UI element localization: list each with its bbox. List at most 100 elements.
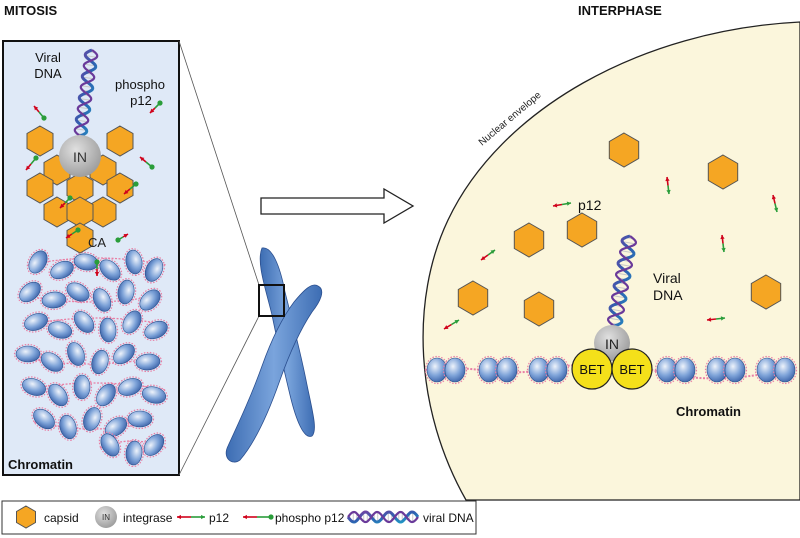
interphase-capsid bbox=[707, 154, 739, 190]
dna-wrap bbox=[98, 431, 122, 459]
interphase-capsid bbox=[513, 222, 545, 258]
legend-p12-label: p12 bbox=[209, 511, 229, 525]
dna-strand bbox=[606, 235, 638, 327]
transition-arrow bbox=[260, 187, 415, 225]
phosphate-dot bbox=[33, 155, 39, 161]
nucleosome bbox=[47, 321, 73, 339]
base-pair bbox=[616, 272, 630, 276]
dna-wrap bbox=[140, 384, 168, 406]
arrowhead bbox=[566, 201, 571, 206]
arrowhead bbox=[721, 247, 726, 252]
interphase-capsid bbox=[457, 280, 489, 316]
legend-viral-dna-label: viral DNA bbox=[423, 511, 474, 525]
interphase-chromatin-label: Chromatin bbox=[676, 404, 741, 419]
arrowhead bbox=[66, 234, 71, 238]
nucleosome bbox=[15, 345, 41, 363]
phosphate-dot bbox=[94, 259, 100, 265]
phosphate-dot bbox=[149, 164, 155, 170]
phosphate-dot bbox=[268, 514, 274, 520]
interphase-chromatin bbox=[424, 355, 798, 385]
dna-wrap bbox=[17, 280, 43, 304]
dna-wrap bbox=[26, 248, 50, 276]
dna-wrap bbox=[125, 408, 155, 430]
capsid-hexagon bbox=[26, 172, 54, 204]
nucleus bbox=[422, 21, 800, 501]
dna-wrap bbox=[722, 355, 748, 385]
nucleosome bbox=[144, 258, 164, 282]
nucleosome bbox=[33, 408, 55, 430]
mitosis-phospho-label-2: p12 bbox=[130, 93, 152, 108]
nucleosome bbox=[143, 434, 165, 456]
interphase-integrase-label: IN bbox=[605, 336, 619, 352]
nucleosome bbox=[41, 291, 67, 309]
legend-capsid-label: capsid bbox=[44, 511, 79, 525]
capsid-hexagon bbox=[106, 125, 134, 157]
nucleosome bbox=[96, 383, 116, 407]
interphase-capsids bbox=[457, 132, 782, 327]
interphase-capsid bbox=[608, 132, 640, 168]
nucleosome bbox=[92, 288, 112, 312]
dna-wrap bbox=[120, 308, 144, 336]
dna-wrap bbox=[65, 340, 87, 368]
dna-wrap bbox=[116, 376, 144, 398]
arrowhead bbox=[201, 514, 205, 520]
dna-wrap bbox=[46, 319, 74, 341]
dna-wrap bbox=[494, 355, 520, 385]
base-pair bbox=[610, 308, 624, 312]
mitosis-viral-dna-label-2: DNA bbox=[34, 66, 62, 81]
base-pair bbox=[85, 55, 97, 58]
arrowhead bbox=[177, 514, 181, 520]
nucleosome bbox=[125, 440, 143, 466]
dna-wrap bbox=[142, 319, 170, 341]
nucleosome bbox=[67, 342, 85, 366]
arrowhead bbox=[707, 317, 712, 322]
dna-wrap bbox=[544, 355, 570, 385]
nucleosome bbox=[50, 260, 74, 280]
dna-wrap bbox=[39, 350, 65, 374]
nucleosome bbox=[99, 259, 121, 281]
mitosis-capsid-label: CA bbox=[88, 235, 106, 250]
mitosis-heading: MITOSIS bbox=[4, 3, 58, 18]
arrowhead bbox=[454, 320, 459, 324]
nucleosome bbox=[91, 349, 109, 375]
interphase-capsid bbox=[566, 212, 598, 248]
base-pair bbox=[76, 119, 88, 123]
nucleosome bbox=[125, 249, 143, 275]
dna-wrap bbox=[89, 348, 111, 376]
base-pair bbox=[622, 241, 636, 245]
nucleosome bbox=[73, 311, 95, 333]
base-pair bbox=[79, 98, 91, 101]
nucleosome bbox=[122, 310, 142, 334]
dna-wrap bbox=[142, 432, 166, 458]
capsid-hexagon bbox=[66, 222, 94, 254]
legend-phospho-p12-label: phospho p12 bbox=[275, 511, 345, 525]
dna-wrap bbox=[143, 256, 165, 284]
base-pair bbox=[84, 63, 96, 67]
capsid-hexagon bbox=[26, 125, 54, 157]
nucleosome bbox=[546, 357, 568, 383]
legend-box bbox=[1, 500, 477, 535]
zoom-line-top bbox=[178, 40, 260, 286]
dna-wrap bbox=[22, 311, 50, 333]
dna-wrap bbox=[31, 407, 57, 431]
bet-left-label: BET bbox=[579, 362, 604, 377]
dna-wrap bbox=[91, 286, 113, 314]
base-pair bbox=[82, 76, 94, 80]
nucleosome bbox=[83, 407, 101, 431]
nucleosome bbox=[141, 386, 167, 404]
nucleosome bbox=[144, 320, 168, 340]
nucleosome bbox=[127, 410, 153, 428]
arrowhead bbox=[243, 514, 247, 520]
dna-wrap bbox=[97, 257, 123, 283]
interphase-viral-dna bbox=[606, 234, 638, 328]
arrowhead bbox=[123, 234, 128, 238]
nucleosome bbox=[113, 343, 135, 365]
interphase-p12-arrows bbox=[443, 176, 779, 330]
dna-wrap bbox=[46, 382, 70, 408]
mitosis-viral-dna bbox=[73, 48, 99, 138]
dna-wrap bbox=[672, 355, 698, 385]
arrowhead bbox=[773, 207, 779, 212]
phosphate-dot bbox=[75, 227, 81, 233]
nucleosome bbox=[139, 289, 161, 311]
